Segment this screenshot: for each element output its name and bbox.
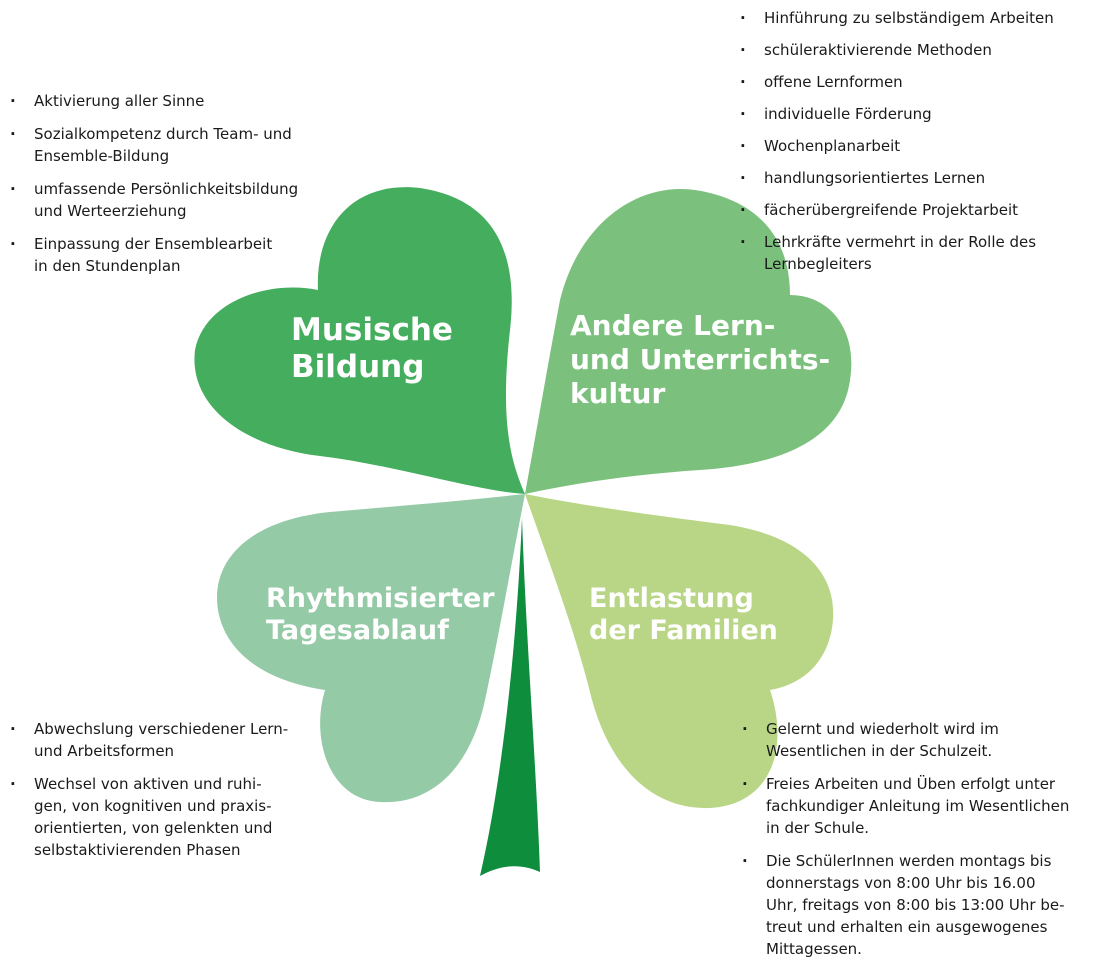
bullet-list-musische-bildung: Aktivierung aller SinneSozialkompetenz d… bbox=[8, 90, 298, 288]
leaf-title-tagesablauf: Rhythmisierter Tagesablauf bbox=[266, 583, 495, 648]
leaf-title-line: Tagesablauf bbox=[266, 615, 449, 647]
bullet-item-line: in der Schule. bbox=[766, 819, 870, 837]
leaf-title-line: Entlastung bbox=[589, 583, 754, 614]
bullet-item: Freies Arbeiten und Üben erfolgt unter fa… bbox=[740, 773, 1069, 839]
bullet-item-line: fächerübergreifende Projektarbeit bbox=[764, 201, 1018, 219]
bullet-item: Wochenplanarbeit bbox=[738, 135, 1054, 157]
bullet-item-line: Hinführung zu selbständigem Arbeiten bbox=[764, 9, 1054, 27]
bullet-item-line: schüleraktivierende Methoden bbox=[764, 41, 992, 59]
bullet-item: Einpassung der Ensemblearbeit in den Stun… bbox=[8, 233, 298, 277]
leaf-top-left bbox=[194, 187, 525, 495]
bullet-item: offene Lernformen bbox=[738, 71, 1054, 93]
bullet-item: handlungsorientiertes Lernen bbox=[738, 167, 1054, 189]
bullet-item-line: treut und erhalten ein ausgewogenes bbox=[766, 918, 1048, 936]
bullet-item: individuelle Förderung bbox=[738, 103, 1054, 125]
leaf-bottom-left bbox=[216, 494, 525, 803]
bullet-item-line: handlungsorientiertes Lernen bbox=[764, 169, 986, 187]
bullet-item-line: Die SchülerInnen werden montags bis bbox=[766, 852, 1052, 870]
leaf-title-entlastung: Entlastung der Familien bbox=[589, 583, 778, 648]
bullet-item: Hinführung zu selbständigem Arbeiten bbox=[738, 7, 1054, 29]
bullet-list-entlastung: Gelernt und wiederholt wird im Wesentlich… bbox=[740, 718, 1069, 971]
bullet-item-line: Sozialkompetenz durch Team- und bbox=[34, 125, 292, 143]
bullet-item-line: Wesentlichen in der Schulzeit. bbox=[766, 742, 993, 760]
leaf-title-line: Rhythmisierter bbox=[266, 583, 495, 614]
bullet-item: Sozialkompetenz durch Team- undEnsemble-… bbox=[8, 123, 298, 167]
bullet-item: Abwechslung verschiedener Lern-und Arbei… bbox=[8, 718, 288, 762]
bullet-item: Wechsel von aktiven und ruhi-gen, von ko… bbox=[8, 773, 288, 861]
leaf-title-line: kultur bbox=[570, 377, 666, 411]
bullet-item-line: individuelle Förderung bbox=[764, 105, 932, 123]
bullet-item-line: in den Stundenplan bbox=[34, 257, 181, 275]
bullet-item: Aktivierung aller Sinne bbox=[8, 90, 298, 112]
bullet-item-line: Uhr, freitags von 8:00 bis 13:00 Uhr be- bbox=[766, 896, 1065, 914]
bullet-item-line: Wochenplanarbeit bbox=[764, 137, 901, 155]
bullet-item: Die SchülerInnen werden montags bis donne… bbox=[740, 850, 1069, 960]
bullet-item-line: Aktivierung aller Sinne bbox=[34, 92, 205, 110]
leaf-title-line: Musische bbox=[291, 312, 453, 348]
leaf-title-line: der Familien bbox=[589, 615, 778, 647]
leaf-title-line: Andere Lern- bbox=[570, 309, 776, 342]
bullet-item: fächerübergreifende Projektarbeit bbox=[738, 199, 1054, 221]
bullet-item-line: Abwechslung verschiedener Lern- bbox=[34, 720, 289, 738]
bullet-list-lernkultur: Hinführung zu selbständigem Arbeiten schü… bbox=[738, 7, 1054, 285]
leaf-title-lernkultur: Andere Lern- und Unterrichts- kultur bbox=[570, 309, 830, 411]
bullet-item-line: umfassende Persönlichkeitsbildung bbox=[34, 180, 299, 198]
bullet-item-line: selbstaktivierenden Phasen bbox=[34, 841, 241, 859]
bullet-item-line: Lernbegleiters bbox=[764, 255, 872, 273]
bullet-item: Gelernt und wiederholt wird im Wesentlich… bbox=[740, 718, 1069, 762]
bullet-item-line: Freies Arbeiten und Üben erfolgt unter bbox=[766, 775, 1056, 793]
bullet-item-line: fachkundiger Anleitung im Wesentlichen bbox=[766, 797, 1070, 815]
bullet-item-line: und Arbeitsformen bbox=[34, 742, 175, 760]
bullet-item: umfassende Persönlichkeitsbildung und Wer… bbox=[8, 178, 298, 222]
bullet-item-line: Lehrkräfte vermehrt in der Rolle des bbox=[764, 233, 1037, 251]
bullet-item-line: Gelernt und wiederholt wird im bbox=[766, 720, 999, 738]
bullet-item-line: gen, von kognitiven und praxis- bbox=[34, 797, 272, 815]
bullet-item-line: donnerstags von 8:00 Uhr bis 16.00 bbox=[766, 874, 1036, 892]
bullet-item-line: orientierten, von gelenkten und bbox=[34, 819, 273, 837]
bullet-item-line: offene Lernformen bbox=[764, 73, 903, 91]
bullet-item-line: Wechsel von aktiven und ruhi- bbox=[34, 775, 262, 793]
leaf-title-line: Bildung bbox=[291, 349, 425, 386]
bullet-item-line: und Werteerziehung bbox=[34, 202, 187, 220]
clover-stem bbox=[480, 518, 540, 876]
bullet-item: schüleraktivierende Methoden bbox=[738, 39, 1054, 61]
bullet-list-tagesablauf: Abwechslung verschiedener Lern-und Arbei… bbox=[8, 718, 288, 872]
bullet-item-line: Einpassung der Ensemblearbeit bbox=[34, 235, 273, 253]
leaf-title-musische-bildung: Musische Bildung bbox=[291, 312, 453, 386]
bullet-item-line: Ensemble-Bildung bbox=[34, 147, 170, 165]
bullet-item: Lehrkräfte vermehrt in der Rolle desLern… bbox=[738, 231, 1054, 275]
leaf-title-line: und Unterrichts- bbox=[570, 343, 831, 377]
bullet-item-line: Mittagessen. bbox=[766, 940, 862, 958]
